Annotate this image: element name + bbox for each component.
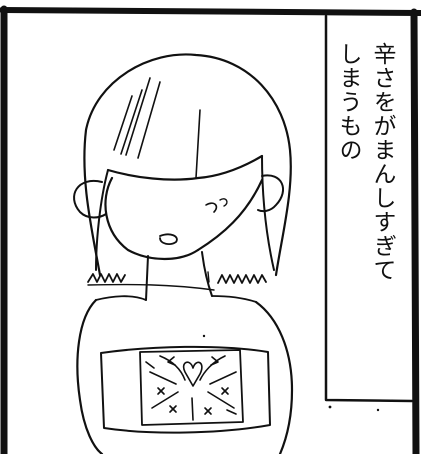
caption-line-2: しまうもの [335, 42, 361, 162]
tear [205, 202, 218, 213]
ear-right [257, 174, 284, 213]
hair-ends-left [87, 273, 126, 283]
panel-border-top [0, 7, 421, 16]
hair-bangs-edge [106, 154, 264, 181]
ear-left [73, 179, 107, 219]
hair-right-side [261, 155, 275, 271]
panel-border-right [410, 8, 420, 454]
neck-left [145, 255, 149, 301]
caption-box: 辛さをがまんしすぎて しまうもの [326, 14, 406, 400]
neck-right [201, 251, 213, 297]
hair-strand [137, 81, 161, 159]
hair-strand [120, 89, 143, 155]
hair-ends-right [217, 274, 267, 284]
caption-box-outline [324, 14, 414, 403]
tear-drop [219, 198, 228, 207]
mouth [159, 233, 178, 245]
hair-outline [83, 53, 292, 277]
face-right [196, 178, 264, 252]
neck-mark [207, 271, 210, 283]
hair-strand [195, 109, 201, 179]
collar-right [211, 295, 257, 303]
shoulder-left [76, 298, 104, 454]
snowflake-heart-icon [139, 349, 244, 426]
hair-strand [113, 95, 133, 151]
face-left [104, 176, 200, 260]
hair-strand [125, 77, 151, 156]
ink-dot [202, 334, 206, 338]
hair-ends-line [87, 283, 215, 291]
caption-line-1: 辛さをがまんしすぎて [369, 42, 395, 282]
ink-dot [328, 405, 332, 409]
ink-dot [376, 408, 380, 412]
shoulder-right [254, 300, 294, 454]
collar-left [95, 295, 147, 301]
top-garment [100, 345, 271, 434]
hair-left-side [95, 169, 109, 271]
